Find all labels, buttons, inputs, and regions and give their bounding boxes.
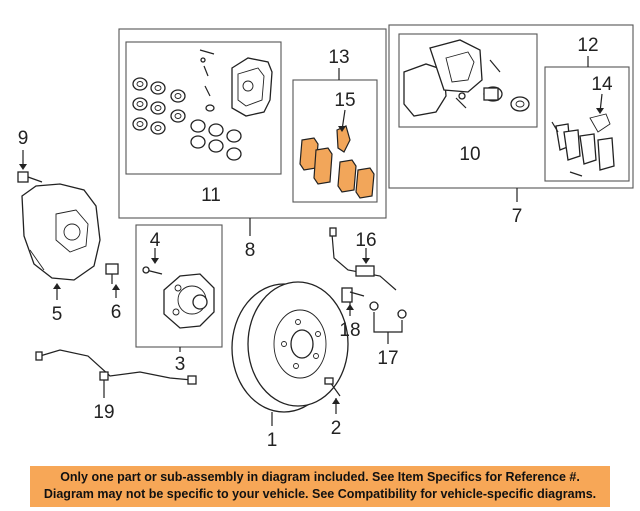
disclaimer-banner: Only one part or sub-assembly in diagram… — [30, 466, 610, 507]
callout-17: 17 — [377, 348, 398, 369]
callout-13: 13 — [328, 47, 349, 68]
caliper-pistons — [190, 104, 242, 161]
rear-brake-pads — [551, 113, 615, 177]
caliper-assembly-box — [118, 28, 387, 219]
callout-6: 6 — [111, 302, 122, 323]
callout-2: 2 — [331, 418, 342, 439]
rotor-screw — [324, 377, 341, 397]
hub-assembly-box — [135, 224, 223, 348]
guide-pins — [199, 49, 215, 97]
callout-1: 1 — [267, 430, 278, 451]
brake-assembly-diagram: 1 2 3 4 5 6 7 8 9 10 11 12 13 14 15 16 1… — [17, 24, 634, 451]
rear-caliper-assembly-box — [388, 24, 634, 189]
leader-lines — [19, 56, 604, 426]
rear-caliper-body — [403, 39, 483, 117]
callout-11: 11 — [201, 185, 221, 206]
caliper-sub-box — [125, 41, 282, 175]
callout-9: 9 — [18, 128, 29, 149]
callout-19: 19 — [93, 402, 114, 423]
front-brake-pads — [299, 125, 375, 199]
rear-caliper-sub-box — [398, 33, 538, 128]
hose-bolt-washers — [369, 301, 407, 319]
callout-5: 5 — [52, 304, 63, 325]
callout-3: 3 — [175, 354, 186, 375]
hub-bearing — [142, 266, 215, 329]
front-caliper-body — [231, 57, 273, 117]
callout-18: 18 — [339, 320, 360, 341]
rear-piston-parts — [455, 59, 530, 112]
front-pad-kit-box — [292, 79, 378, 203]
rear-pad-kit-box — [544, 66, 630, 182]
brake-hose — [329, 227, 397, 291]
hub-bolt — [105, 263, 119, 284]
dust-shield — [21, 183, 101, 281]
callout-7: 7 — [512, 206, 523, 227]
piston-seal-rings — [132, 77, 186, 135]
callout-10: 10 — [459, 144, 480, 165]
callout-15: 15 — [334, 90, 355, 111]
callout-14: 14 — [591, 74, 613, 95]
disclaimer-line-2: Diagram may not be specific to your vehi… — [43, 487, 597, 501]
shield-bolt — [17, 171, 43, 183]
pad-clip — [336, 125, 351, 153]
callout-8: 8 — [245, 240, 256, 261]
brake-rotor — [231, 281, 349, 413]
callout-4: 4 — [150, 230, 161, 251]
abs-sensor-wire — [35, 349, 197, 385]
disclaimer-line-1: Only one part or sub-assembly in diagram… — [60, 470, 580, 484]
banjo-bolt — [341, 287, 365, 303]
callout-16: 16 — [355, 230, 376, 251]
callout-12: 12 — [577, 35, 598, 56]
